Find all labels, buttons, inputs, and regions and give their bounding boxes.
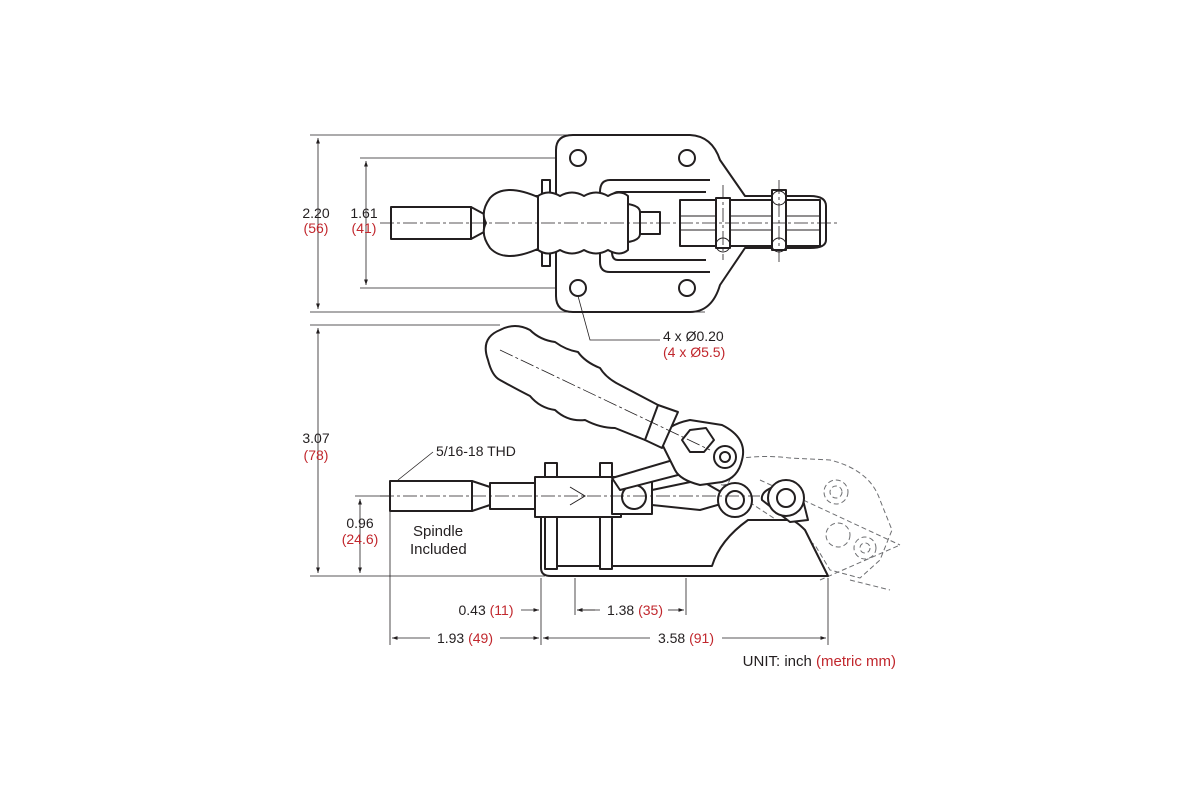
mount-hole-4 xyxy=(678,279,696,297)
hole-span-mm-label: (41) xyxy=(352,220,377,236)
holes-mm-label: (4 x Ø5.5) xyxy=(663,344,725,360)
side-handle-nut xyxy=(681,427,715,453)
height-mm-label: (78) xyxy=(304,447,329,463)
bottom-dimensions: 0.43 (11) 1.38 (35) 1.93 (49) 3.58 (91) … xyxy=(389,512,896,670)
hole-leader-line xyxy=(577,295,660,341)
d1-label: 0.43 (11) xyxy=(459,602,514,618)
side-spindle-cone xyxy=(569,486,586,506)
thread-leader-line xyxy=(397,451,434,481)
width-in-label: 2.20 xyxy=(302,205,329,221)
thread-label: 5/16-18 THD xyxy=(436,443,516,459)
top-view: 2.20 (56) 1.61 (41) 4 x Ø0.20 (4 x Ø5.5) xyxy=(302,134,840,360)
hole-span-in-label: 1.61 xyxy=(350,205,377,221)
d2-label: 1.38 (35) xyxy=(607,602,663,618)
mount-hole-2 xyxy=(678,149,696,167)
side-housing xyxy=(534,476,622,518)
spindle-height-mm-label: (24.6) xyxy=(342,531,379,547)
spindle-note-line-2: Included xyxy=(410,541,467,558)
unit-legend: UNIT: inch (metric mm) xyxy=(743,653,896,670)
height-in-label: 3.07 xyxy=(302,430,329,446)
side-handle-pivot-inner xyxy=(719,451,731,463)
holes-in-label: 4 x Ø0.20 xyxy=(663,328,724,344)
side-link-pivot-inner xyxy=(725,490,745,510)
mount-hole-1 xyxy=(569,149,587,167)
d3-label: 1.93 (49) xyxy=(437,630,493,646)
d4-label: 3.58 (91) xyxy=(658,630,714,646)
side-base-pivot-inner xyxy=(776,488,796,508)
mount-hole-3 xyxy=(569,279,587,297)
width-mm-label: (56) xyxy=(304,220,329,236)
spindle-height-in-label: 0.96 xyxy=(346,515,373,531)
handle-centerline xyxy=(499,349,711,451)
side-handle-grip xyxy=(484,325,660,441)
spindle-note-line-1: Spindle xyxy=(413,523,463,540)
side-view: 3.07 (78) 5/16-18 THD 0.96 (24.6) Spindl… xyxy=(302,324,901,591)
